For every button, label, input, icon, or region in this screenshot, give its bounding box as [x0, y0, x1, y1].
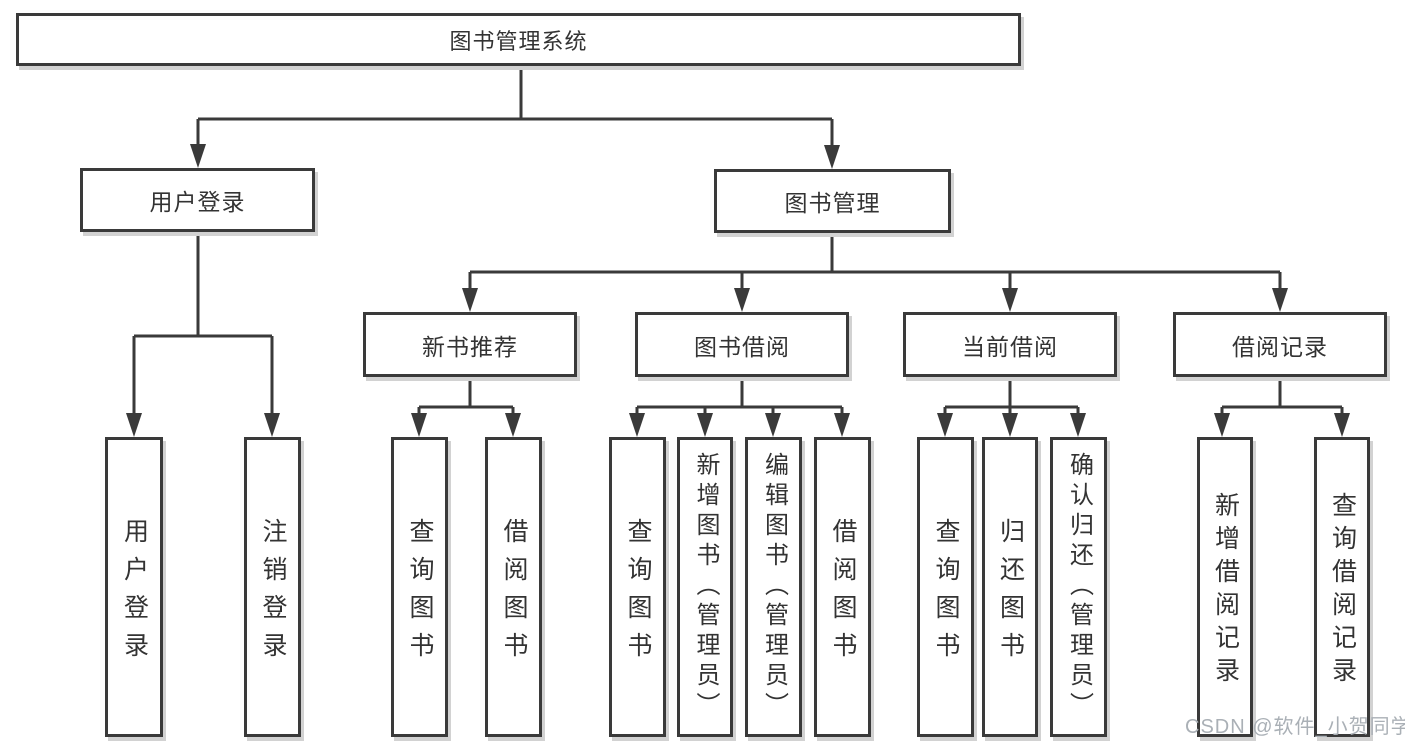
node-leaf-edit-books-admin: 编辑图书（管理员）	[745, 437, 802, 737]
node-leaf-borrow-books: 借阅图书	[814, 437, 871, 737]
node-root-system: 图书管理系统	[16, 13, 1021, 66]
node-book-management: 图书管理	[714, 169, 951, 233]
node-leaf-logout: 注销登录	[244, 437, 301, 737]
node-borrowing-records: 借阅记录	[1173, 312, 1387, 377]
node-leaf-return-books: 归还图书	[982, 437, 1038, 737]
node-book-borrowing: 图书借阅	[635, 312, 849, 377]
node-leaf-query-books-recommend: 查询图书	[391, 437, 448, 737]
node-leaf-borrow-books-recommend: 借阅图书	[485, 437, 542, 737]
node-leaf-add-borrow-record: 新增借阅记录	[1197, 437, 1253, 737]
node-leaf-query-borrow-record: 查询借阅记录	[1314, 437, 1370, 737]
arrowheads	[126, 144, 1350, 437]
node-user-login: 用户登录	[80, 168, 315, 232]
csdn-watermark: CSDN @软件_小贺同学	[1185, 716, 1405, 738]
node-leaf-confirm-return-admin: 确认归还（管理员）	[1050, 437, 1107, 737]
node-leaf-query-books-borrowing: 查询图书	[609, 437, 666, 737]
node-leaf-user-login: 用户登录	[105, 437, 163, 737]
node-leaf-query-books-current: 查询图书	[917, 437, 974, 737]
node-new-book-recommend: 新书推荐	[363, 312, 577, 377]
node-current-borrowing: 当前借阅	[903, 312, 1117, 377]
node-leaf-add-books-admin: 新增图书（管理员）	[677, 437, 733, 737]
